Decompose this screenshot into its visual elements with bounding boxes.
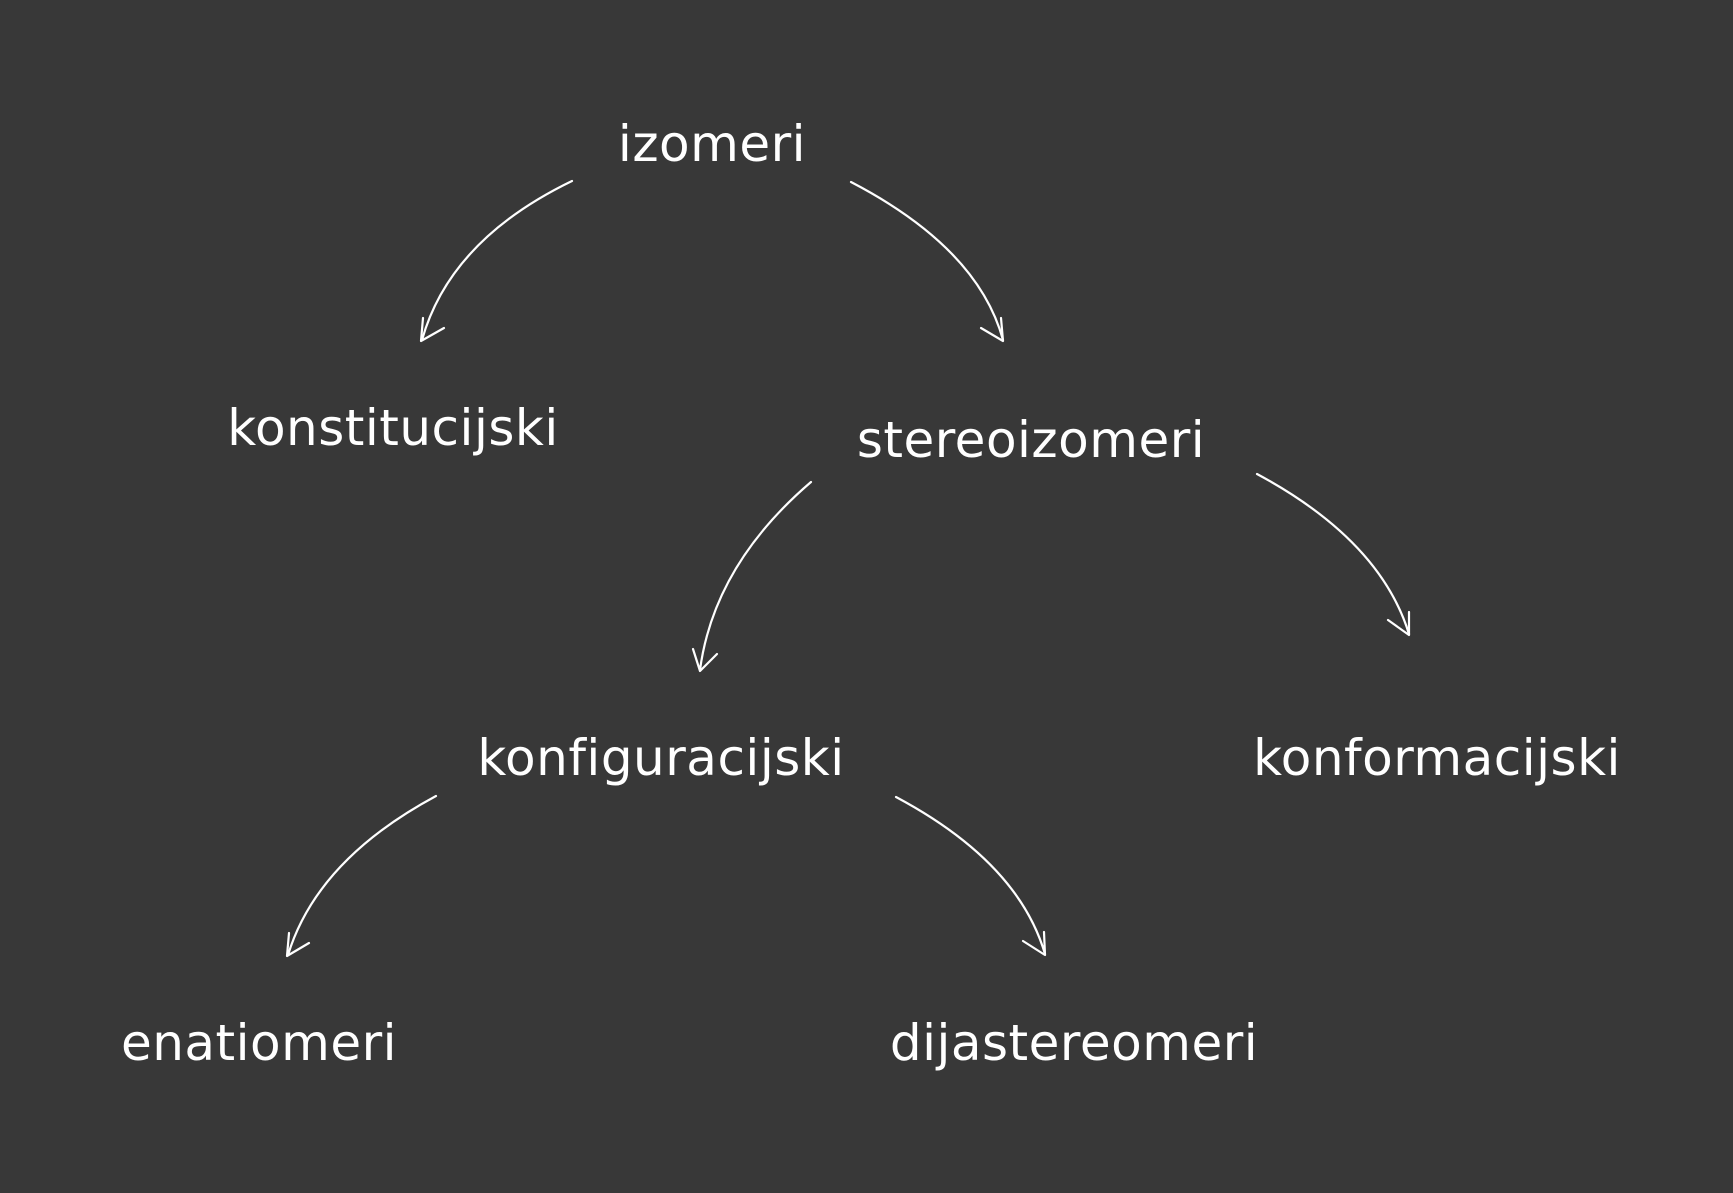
arrow-stereoizomeri-to-konformacijski: [1255, 472, 1411, 637]
node-stereoizomeri: stereoizomeri: [856, 411, 1206, 469]
arrow-stereoizomeri-to-konfiguracijski: [691, 480, 813, 673]
node-izomeri: izomeri: [617, 115, 807, 173]
node-enatiomeri: enatiomeri: [120, 1014, 398, 1072]
node-dijastereomeri: dijastereomeri: [889, 1014, 1259, 1072]
node-konformacijski: konformacijski: [1253, 729, 1621, 787]
node-konstitucijski: konstitucijski: [227, 399, 559, 457]
arrow-konfiguracijski-to-dijastereomeri: [894, 795, 1047, 957]
node-konfiguracijski: konfiguracijski: [477, 729, 845, 787]
arrow-izomeri-to-stereoizomeri: [849, 180, 1005, 343]
arrow-konfiguracijski-to-enatiomeri: [285, 794, 438, 958]
arrow-izomeri-to-konstitucijski: [419, 179, 574, 343]
